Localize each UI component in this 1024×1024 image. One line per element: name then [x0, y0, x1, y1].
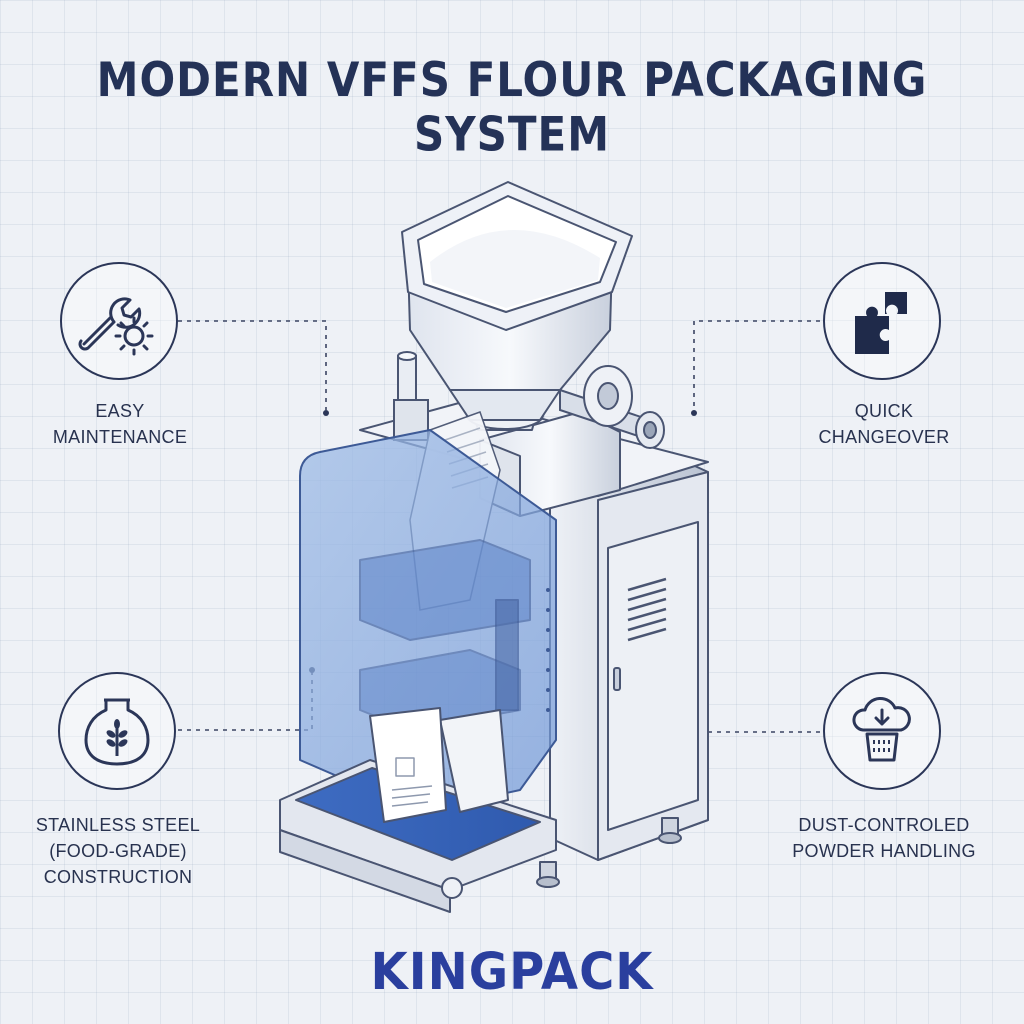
- quick-changeover-label: QUICK CHANGEOVER: [818, 401, 950, 447]
- easy-maintenance-label: EASY MAINTENANCE: [52, 401, 188, 447]
- dust-filter-icon: [852, 697, 911, 762]
- flour-bags: [369, 707, 509, 823]
- dust-controlled-icon-circle: [823, 672, 941, 790]
- easy-maintenance-icon-circle: [60, 262, 178, 380]
- wrench-gear-icon: [78, 297, 154, 356]
- page-title: MODERN VFFS FLOUR PACKAGING SYSTEM: [96, 52, 928, 162]
- leader-quick-changeover: [693, 320, 820, 410]
- machine-cabinet: [536, 449, 709, 888]
- dust-controlled-label: DUST-CONTROLED POWDER HANDLING: [792, 815, 976, 861]
- film-roller-shaft: [559, 365, 665, 449]
- puzzle-icon: [855, 292, 907, 354]
- left-post: [393, 351, 429, 441]
- flour-hopper: [401, 181, 633, 431]
- leader-easy-maintenance: [178, 320, 327, 410]
- stainless-steel-icon-circle: [58, 672, 176, 790]
- conveyor-belt: [279, 759, 557, 913]
- stainless-steel-label: STAINLESS STEEL (FOOD-GRADE) CONSTRUCTIO…: [35, 815, 201, 887]
- flour-jar-icon: [84, 698, 150, 766]
- quick-changeover-icon-circle: [823, 262, 941, 380]
- brand-logo: KINGPACK: [370, 942, 654, 1002]
